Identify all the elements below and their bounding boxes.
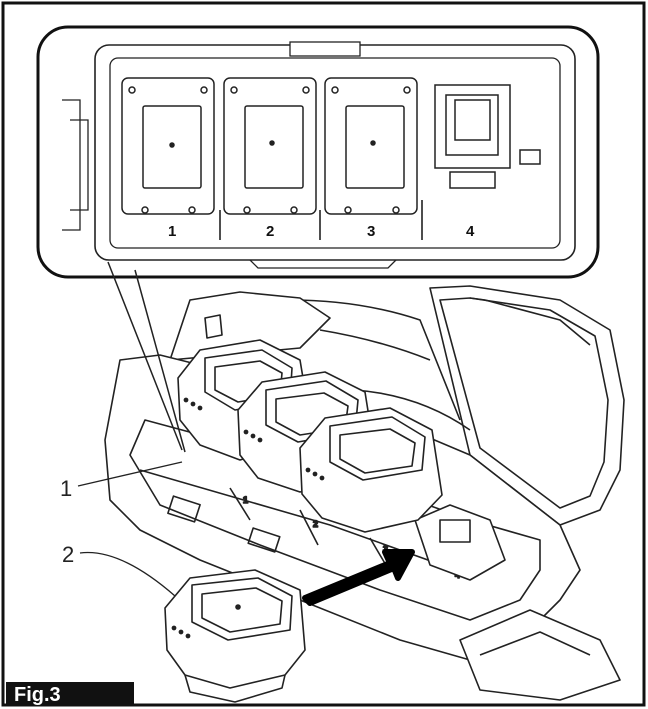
inset-slot-4 xyxy=(434,84,541,189)
inset-slot-1 xyxy=(121,77,215,215)
zoom-leader-right xyxy=(134,269,186,453)
callout-1-label: 1 xyxy=(60,476,72,501)
inset-slot-label-2: 2 xyxy=(266,223,274,240)
insert-arrow xyxy=(302,549,415,606)
callout-1-leader xyxy=(77,461,183,487)
inset-slot-label-3: 3 xyxy=(367,223,375,240)
loose-battery xyxy=(164,569,306,703)
callout-2-leader xyxy=(79,551,176,597)
case-slot-mark-2: 2 xyxy=(313,519,318,529)
case-slot-mark-1: 1 xyxy=(243,495,248,505)
zoom-leader-left xyxy=(107,261,183,451)
inset-slot-label-4: 4 xyxy=(466,223,475,240)
inset-slot-3 xyxy=(324,77,418,215)
figure-caption-block xyxy=(6,682,134,706)
inset-slot-label-1: 1 xyxy=(168,223,176,240)
callout-2-label: 2 xyxy=(62,542,74,567)
seated-battery-3 xyxy=(299,407,443,533)
inset-slot-2 xyxy=(223,77,317,215)
figure-caption: Fig.3 xyxy=(14,684,61,706)
